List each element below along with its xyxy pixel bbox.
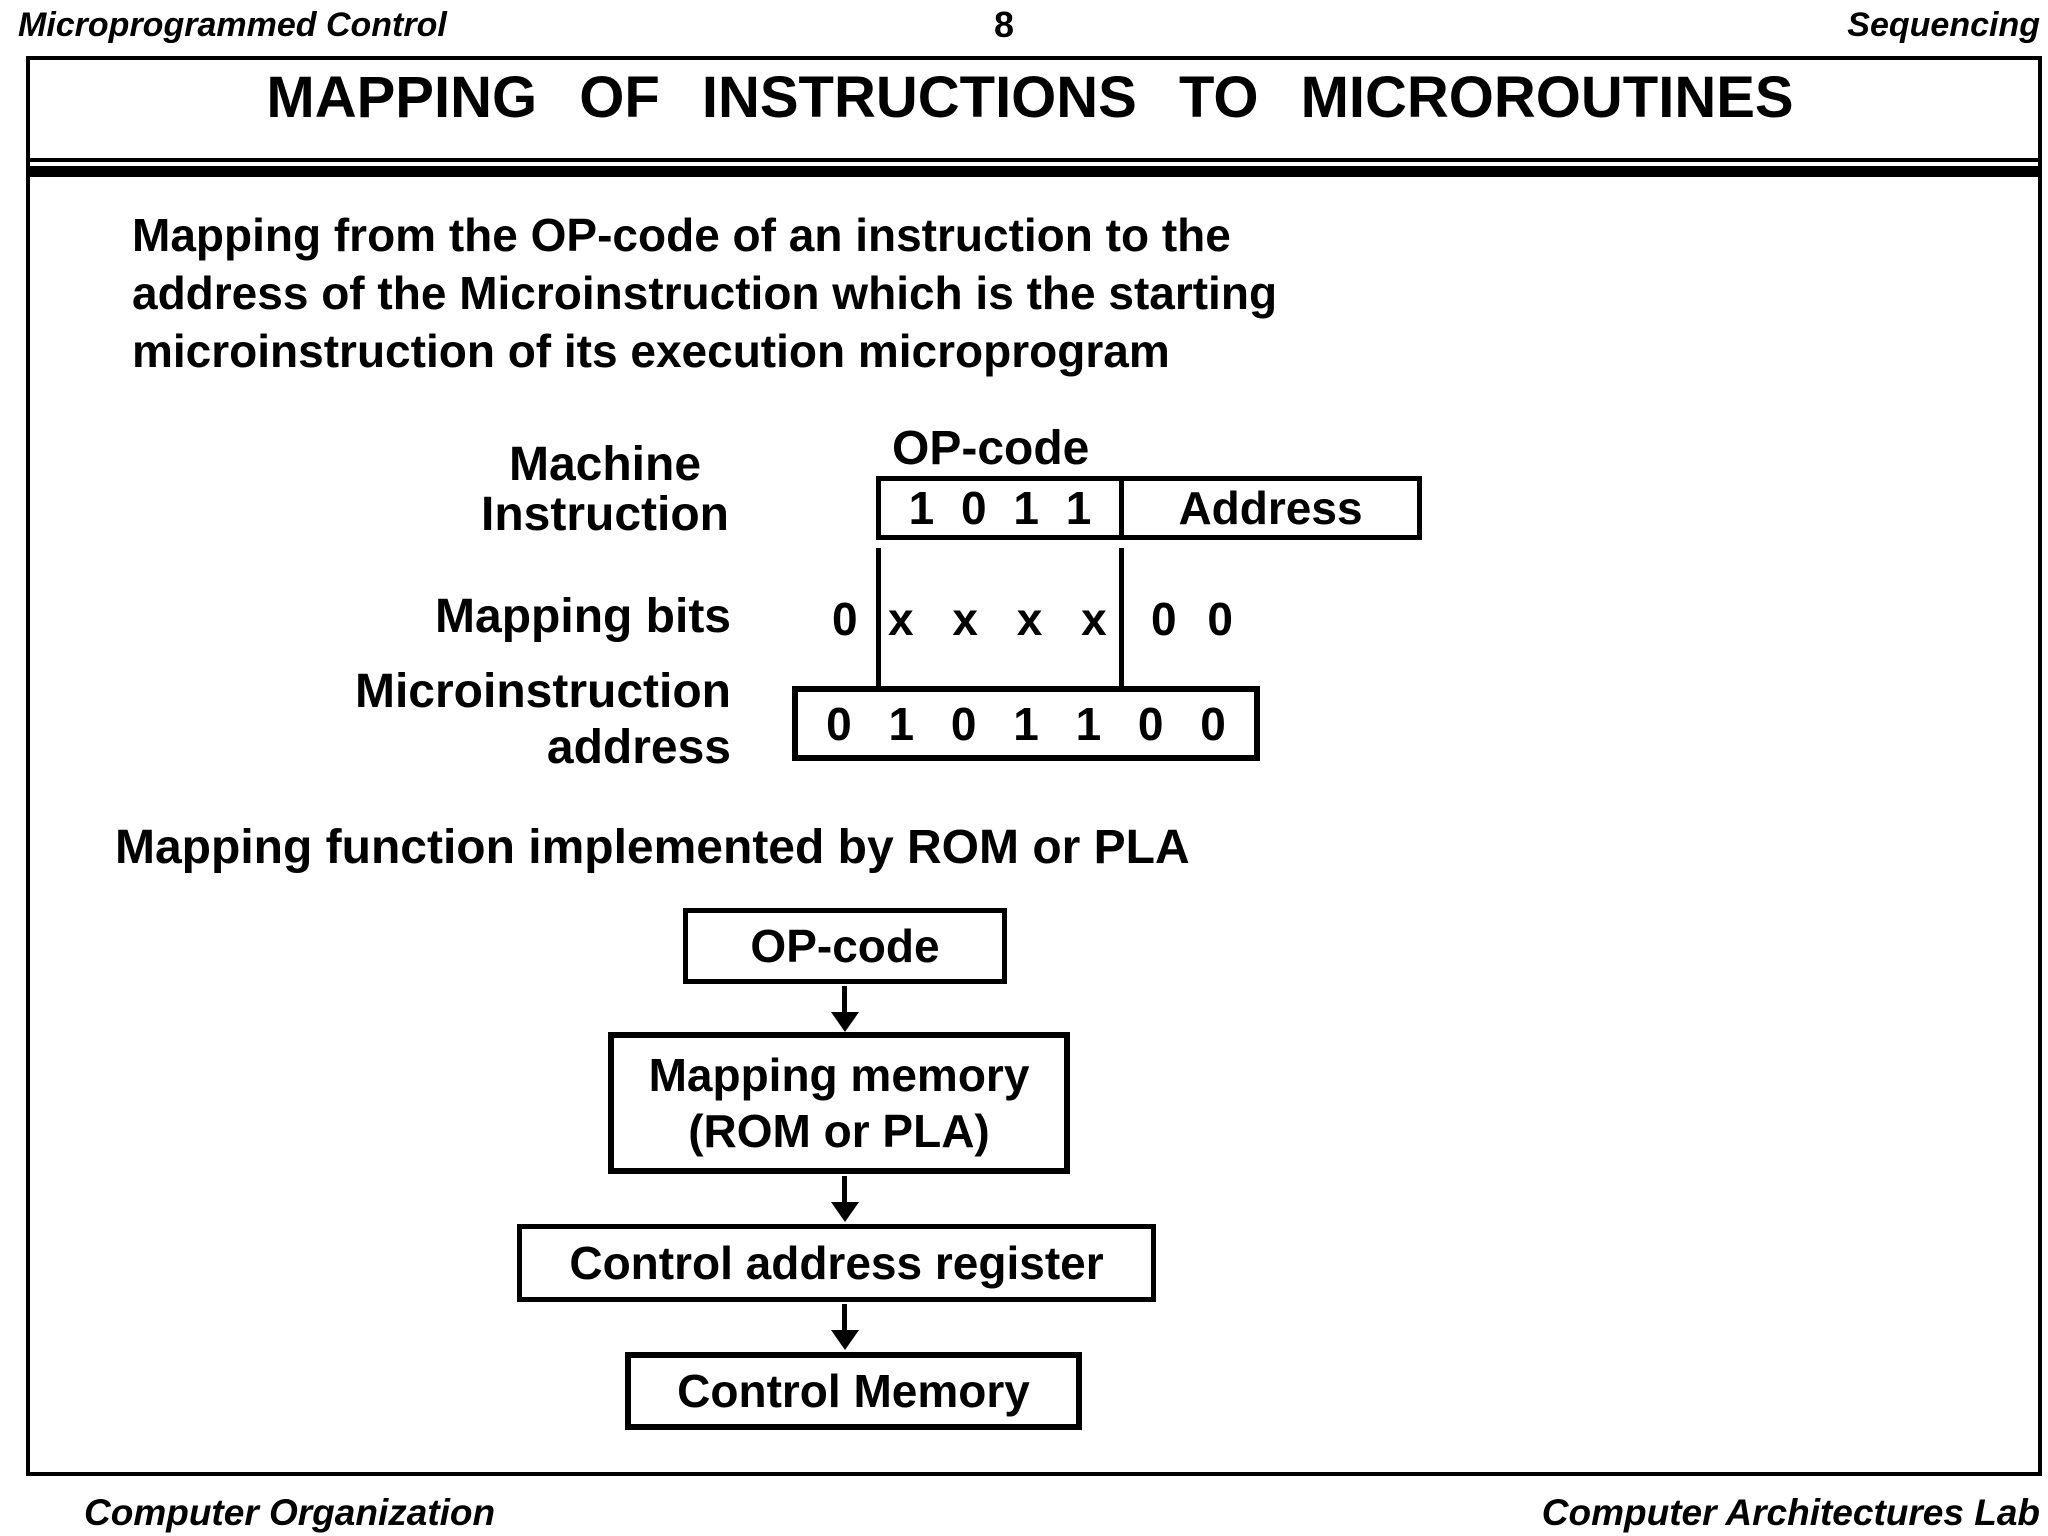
flow-arrow-1-shaft — [842, 986, 847, 1014]
title-separator-thin-line — [26, 158, 2038, 162]
mapping-bits-label: Mapping bits — [435, 590, 731, 643]
flow-arrow-2-head — [831, 1202, 859, 1222]
address-field-cell: Address — [1178, 482, 1363, 534]
intro-paragraph: Mapping from the OP-code of an instructi… — [132, 206, 1592, 380]
machine-instruction-label-line2: Instruction — [481, 488, 729, 541]
slide-frame — [26, 56, 2042, 1476]
mapping-bit-left: 0 — [832, 593, 858, 645]
mapping-right-connector-line — [1119, 548, 1124, 690]
machine-instruction-label: Machine Instruction — [460, 440, 750, 540]
footer-right: Computer Architectures Lab — [1541, 1492, 2040, 1533]
mapping-bits-middle: x x x x — [888, 593, 1107, 645]
intro-line-1: Mapping from the OP-code of an instructi… — [132, 209, 1231, 261]
machine-instruction-label-line1: Machine — [508, 438, 702, 491]
machine-instruction-register: 1 0 1 1 Address — [876, 476, 1422, 540]
mapping-memory-label-line1: Mapping memory — [648, 1049, 1030, 1101]
flow-box-opcode: OP-code — [683, 908, 1007, 984]
flow-box-mapping-memory: Mapping memory (ROM or PLA) — [608, 1032, 1070, 1174]
flow-arrow-3-shaft — [842, 1304, 847, 1332]
header-course-title: Microprogrammed Control — [18, 6, 447, 44]
flow-box-control-memory: Control Memory — [625, 1352, 1082, 1430]
microinstruction-address-label-line2: address — [546, 721, 731, 774]
microinstruction-address-label: Microinstruction address — [330, 664, 731, 776]
flow-arrow-3-head — [831, 1330, 859, 1350]
microinstruction-address-label-line1: Microinstruction — [354, 665, 731, 718]
slide-title: MAPPING OF INSTRUCTIONS TO MICROROUTINES — [266, 65, 1794, 130]
intro-line-3: microinstruction of its execution microp… — [132, 325, 1170, 377]
flow-box-control-address-register: Control address register — [517, 1224, 1156, 1302]
mapping-memory-label-line2: (ROM or PLA) — [688, 1105, 990, 1157]
footer-left: Computer Organization — [84, 1492, 496, 1533]
header-page-number: 8 — [993, 4, 1015, 45]
flow-arrow-2-shaft — [842, 1176, 847, 1204]
title-separator-thick-line — [26, 166, 2038, 177]
opcode-field-label: OP-code — [892, 422, 1090, 475]
header-section-title: Sequencing — [1847, 6, 2040, 44]
microinstruction-address-register: 0 1 0 1 1 0 0 — [792, 686, 1260, 761]
intro-line-2: address of the Microinstruction which is… — [132, 267, 1278, 319]
mapping-bits-right: 0 0 — [1151, 593, 1233, 645]
opcode-bits-cell: 1 0 1 1 — [881, 481, 1124, 535]
mapping-function-heading: Mapping function implemented by ROM or P… — [115, 821, 1190, 874]
mapping-left-connector-line — [876, 548, 881, 690]
flow-arrow-1-head — [831, 1012, 859, 1032]
